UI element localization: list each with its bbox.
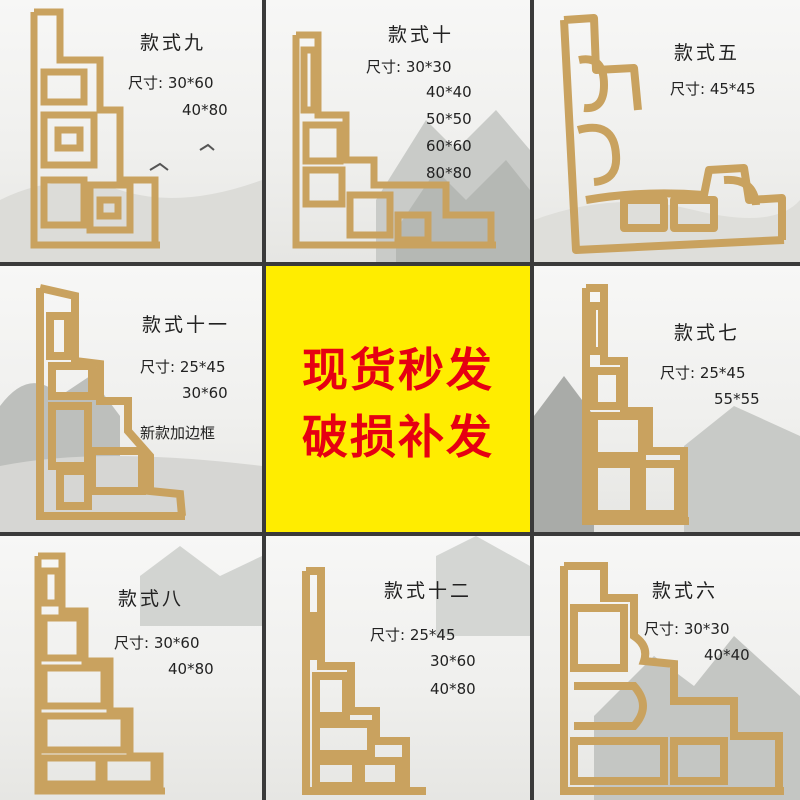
wooden-corner-frame-image: [292, 31, 496, 249]
size-line: 30*60: [430, 652, 476, 670]
style-title: 款式十: [388, 24, 455, 46]
style-title: 款式九: [140, 32, 207, 54]
landscape-background: [140, 546, 262, 626]
size-line: 30*60: [182, 384, 228, 402]
promo-line-1: 现货秒发: [302, 343, 494, 397]
wooden-corner-frame-image: [582, 284, 689, 525]
style-12-card[interactable]: 款式十二 尺寸: 25*45 30*60 40*80: [266, 536, 530, 800]
landscape-background: [534, 376, 800, 532]
size-line: 40*80: [182, 101, 228, 119]
promo-banner: 现货秒发 破损补发: [266, 266, 530, 532]
wooden-corner-frame-image: [560, 14, 786, 254]
style-7-card[interactable]: 款式七 尺寸: 25*45 55*55: [534, 266, 800, 532]
landscape-background: [594, 636, 800, 800]
style-title: 款式六: [652, 580, 719, 602]
size-line: 尺寸: 45*45: [670, 80, 756, 98]
size-line: 尺寸: 25*45: [370, 626, 456, 644]
wooden-corner-frame-image: [302, 567, 426, 795]
size-line: 40*80: [430, 680, 476, 698]
note-line: 新款加边框: [140, 424, 216, 442]
wooden-corner-frame-image: [30, 8, 160, 249]
size-line: 尺寸: 30*30: [366, 58, 452, 76]
size-line: 尺寸: 30*60: [114, 634, 200, 652]
size-line: 尺寸: 25*45: [140, 358, 226, 376]
style-title: 款式十一: [142, 314, 231, 336]
style-6-card[interactable]: 款式六 尺寸: 30*30 40*40: [534, 536, 800, 800]
style-9-card[interactable]: 款式九 尺寸: 30*60 40*80: [0, 0, 262, 262]
size-line: 尺寸: 30*60: [128, 74, 214, 92]
style-11-card[interactable]: 款式十一 尺寸: 25*45 30*60 新款加边框: [0, 266, 262, 532]
size-line: 55*55: [714, 390, 760, 408]
size-line: 60*60: [426, 137, 472, 155]
style-8-card[interactable]: 款式八 尺寸: 30*60 40*80: [0, 536, 262, 800]
wooden-corner-frame-image: [36, 284, 186, 520]
style-10-card[interactable]: 款式十 尺寸: 30*30 40*40 50*50 60*60 80*80: [266, 0, 530, 262]
size-line: 80*80: [426, 164, 472, 182]
size-line: 40*80: [168, 660, 214, 678]
size-line: 尺寸: 30*30: [644, 620, 730, 638]
style-title: 款式十二: [384, 580, 473, 602]
size-line: 40*40: [704, 646, 750, 664]
landscape-background: [436, 536, 530, 636]
size-line: 50*50: [426, 110, 472, 128]
style-title: 款式八: [118, 588, 185, 610]
wooden-corner-frame-image: [560, 562, 784, 795]
style-5-card[interactable]: 款式五 尺寸: 45*45: [534, 0, 800, 262]
style-title: 款式五: [674, 42, 741, 64]
wooden-corner-frame-image: [34, 552, 165, 795]
size-line: 尺寸: 25*45: [660, 364, 746, 382]
size-line: 40*40: [426, 83, 472, 101]
style-title: 款式七: [674, 322, 741, 344]
promo-line-2: 破损补发: [302, 410, 494, 464]
